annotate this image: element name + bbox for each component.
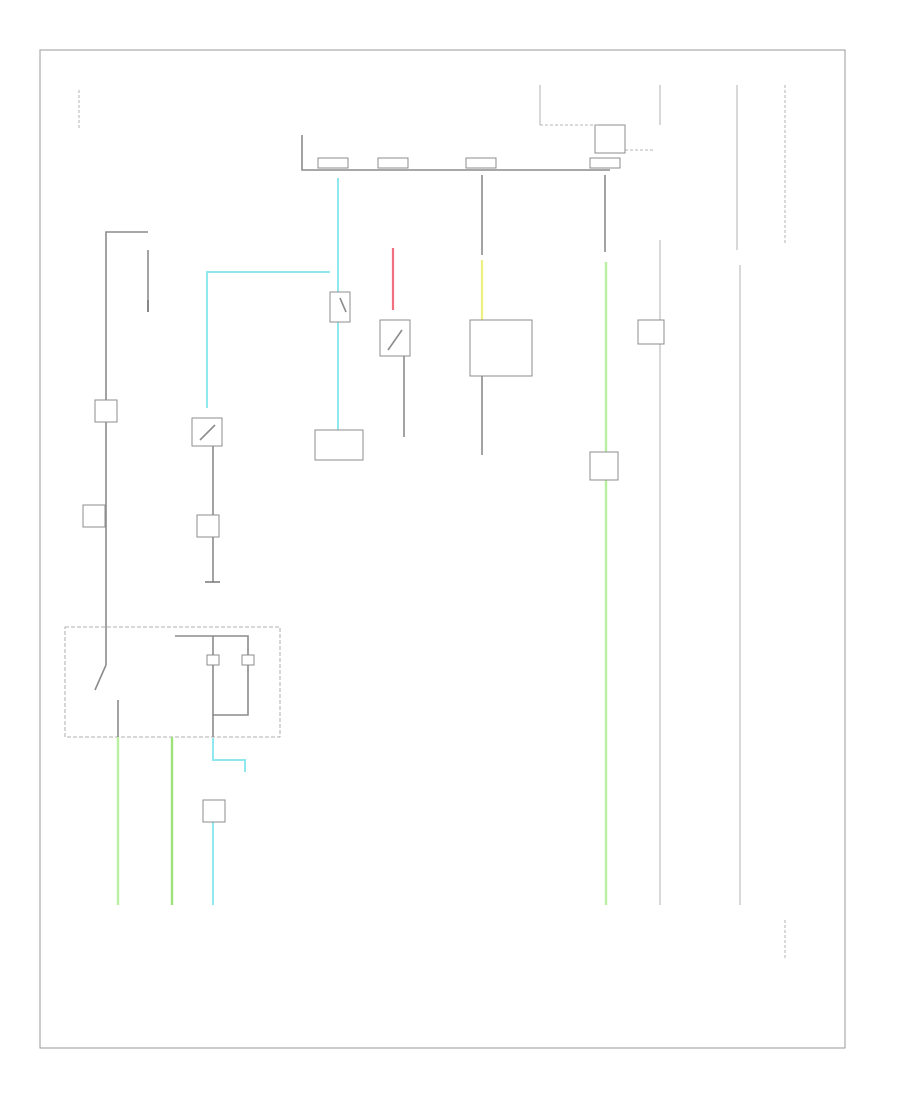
left-feed-wire xyxy=(82,231,149,628)
switch-cyan-top xyxy=(329,291,351,323)
thin-wires-right xyxy=(637,240,741,905)
top-fuse-block xyxy=(539,85,786,250)
bottom-output-wires xyxy=(116,737,226,905)
cyan-end-component xyxy=(314,429,364,461)
cyan-wire-network xyxy=(206,178,339,905)
yellow-wire-sensor xyxy=(469,175,533,455)
green-wire-right xyxy=(589,175,619,905)
control-unit xyxy=(64,626,281,738)
switch-left-middle xyxy=(191,417,223,582)
diagram-frame xyxy=(39,49,846,1049)
top-bus xyxy=(301,135,621,171)
red-wire-switch xyxy=(379,248,411,437)
